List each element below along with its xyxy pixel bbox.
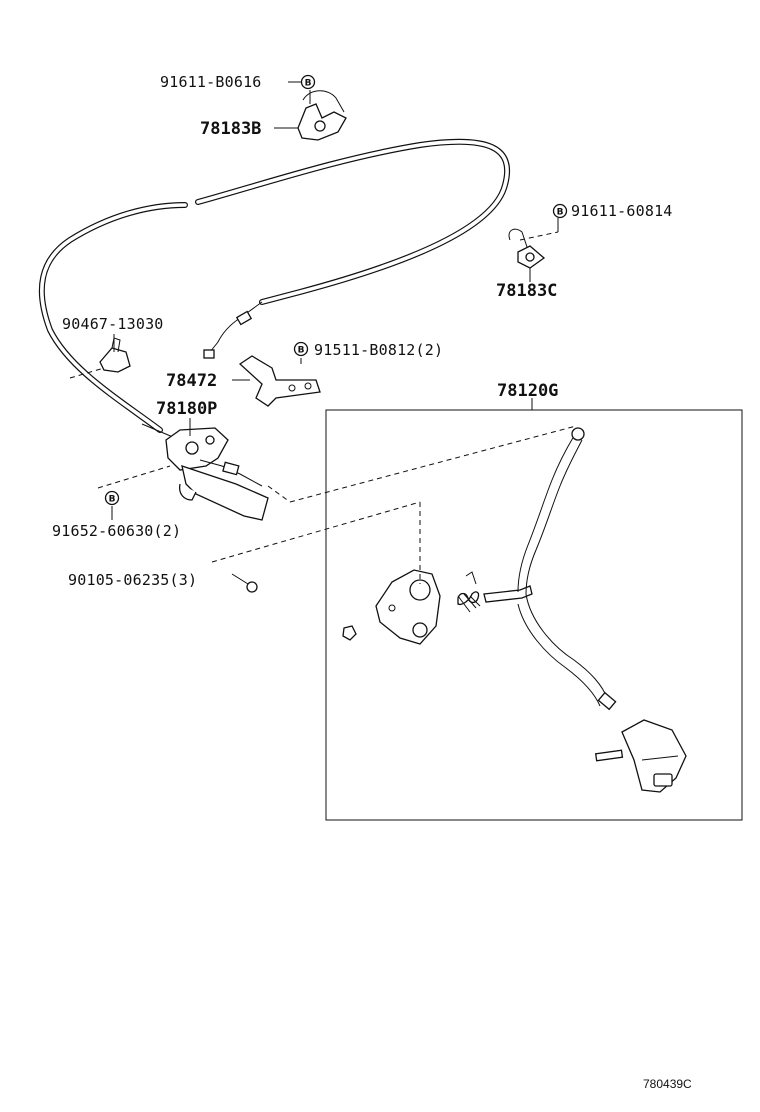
clamp-78183b (297, 90, 347, 141)
throttle-cable (38, 138, 511, 433)
svg-text:B: B (109, 495, 116, 505)
leader-lines (69, 81, 577, 584)
pedal-pin (594, 749, 624, 762)
assembly-box (325, 409, 743, 821)
clamp-78183c (508, 228, 546, 269)
nut (342, 625, 357, 641)
pedal-pad (621, 719, 687, 793)
b-marker-left: B (104, 490, 120, 506)
screw-90105-06235 (231, 573, 258, 593)
return-spring (457, 571, 481, 613)
callout-bolt-bracket: 91511-B0812(2) (314, 341, 443, 359)
svg-text:B: B (557, 208, 564, 218)
pedal-arm (517, 427, 617, 711)
bracket-78472 (238, 355, 321, 407)
b-marker-right: B (552, 203, 568, 219)
cable-bracket-78180p (141, 423, 269, 521)
callout-clamp-right: 78183C (496, 281, 557, 301)
pedal-shaft (483, 585, 533, 603)
figure-code: 780439C (643, 1077, 692, 1091)
callout-bolt-left: 91652-60630(2) (52, 522, 181, 540)
callout-cable-assembly: 78180P (156, 399, 217, 419)
b-marker-bracket: B (293, 341, 309, 357)
callout-bolt-top: 91611-B0616 (160, 73, 262, 91)
svg-text:B: B (298, 346, 305, 356)
pedal-bracket (375, 569, 441, 645)
svg-text:B: B (305, 79, 312, 89)
callout-pedal-assembly: 78120G (497, 381, 558, 401)
clip-90467-13030 (99, 337, 131, 373)
b-marker-top: B (300, 74, 316, 90)
callout-screw: 90105-06235(3) (68, 571, 197, 589)
callout-clamp-top: 78183B (200, 119, 261, 139)
callout-bolt-right: 91611-60814 (571, 202, 673, 220)
callout-bracket: 78472 (166, 371, 217, 391)
callout-clip: 90467-13030 (62, 315, 164, 333)
